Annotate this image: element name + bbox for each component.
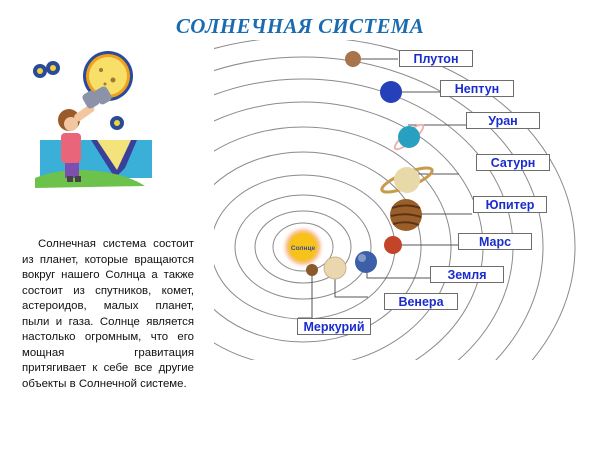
mercury-icon (306, 264, 318, 276)
label-venus: Венера (384, 293, 458, 310)
uranus-icon (398, 126, 420, 148)
description-text: Солнечная система состоит из планет, кот… (22, 238, 194, 390)
page-title: СОЛНЕЧНАЯ СИСТЕМА (175, 14, 425, 38)
sun-label: Солнце (291, 245, 316, 252)
venus-icon (323, 256, 347, 280)
neptune-icon (380, 81, 402, 103)
label-jupiter: Юпитер (473, 196, 547, 213)
label-saturn: Сатурн (476, 154, 550, 171)
sun-icon (289, 233, 317, 261)
label-mars: Марс (458, 233, 532, 250)
label-mercury: Меркурий (297, 318, 371, 335)
orbits (214, 40, 576, 360)
saturn-icon (394, 167, 420, 193)
child-with-binoculars-illustration (33, 51, 152, 188)
label-pluto: Плутон (399, 50, 473, 67)
mars-icon (384, 236, 402, 254)
pluto-icon (345, 51, 361, 67)
earth-icon (355, 251, 377, 273)
label-neptune: Нептун (440, 80, 514, 97)
label-earth: Земля (430, 266, 504, 283)
label-uranus: Уран (466, 112, 540, 129)
